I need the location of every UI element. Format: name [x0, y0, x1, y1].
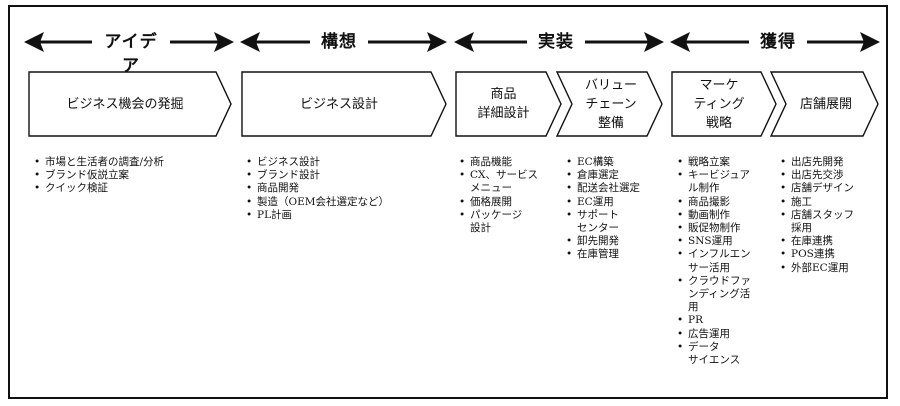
list-item: クイック検証: [34, 182, 224, 195]
list-item: ブランド設計: [246, 169, 444, 182]
list-item: PL計画: [246, 209, 444, 222]
step-shape-6: [769, 71, 879, 137]
step-label-1: ビジネス機会の発掘: [66, 96, 184, 112]
list-item: 在庫管理: [566, 248, 666, 261]
list-item: 市場と生活者の調査/分析: [34, 156, 224, 169]
list-item: 卸先開発: [566, 235, 666, 248]
phase-label-implement: 実装: [527, 30, 585, 54]
list-item: 倉庫選定: [566, 169, 666, 182]
list-item: 広告運用: [677, 328, 773, 341]
step-shape-4: [555, 71, 663, 137]
list-item: 販促物制作: [677, 222, 773, 235]
list-item: POS連携: [780, 248, 880, 261]
list-item: 製造（OEM会社選定など）: [246, 196, 444, 209]
phase-label-design: 構想: [310, 30, 368, 54]
phase-label-idea: アイデア: [92, 30, 170, 76]
step-shape-2: [241, 71, 447, 137]
task-list-2: ビジネス設計 ブランド設計 商品開発 製造（OEM会社選定など） PL計画: [246, 156, 444, 222]
list-item: 店舗デザイン: [780, 182, 880, 195]
list-item: ブランド仮説立案: [34, 169, 224, 182]
task-list-5: 戦略立案 キービジュア ル制作 商品撮影 動画制作 販促物制作 SNS運用 イン…: [677, 156, 773, 367]
step-shape-3: [455, 71, 562, 137]
list-item: パッケージ 設計: [459, 209, 559, 235]
list-item: 商品機能: [459, 156, 559, 169]
step-label-4: バリュー チェーン 整備: [584, 77, 637, 131]
list-item: 配送会社選定: [566, 182, 666, 195]
list-item: 動画制作: [677, 209, 773, 222]
list-item: インフルエン サー活用: [677, 248, 773, 274]
list-item: クラウドファ ンディング活 用: [677, 275, 773, 315]
task-list-1: 市場と生活者の調査/分析 ブランド仮説立案 クイック検証: [34, 156, 224, 196]
phase-label-acquire: 獲得: [749, 30, 807, 54]
list-item: PR: [677, 314, 773, 327]
step-shape-1: [28, 71, 232, 137]
step-shape-5: [671, 71, 777, 137]
list-item: 施工: [780, 196, 880, 209]
step-label-3: 商品 詳細設計: [477, 87, 530, 121]
task-list-6: 出店先開発 出店先交渉 店舗デザイン 施工 店舗スタッフ 採用 在庫連携 POS…: [780, 156, 880, 275]
list-item: 出店先交渉: [780, 169, 880, 182]
step-label-6: 店舗展開: [799, 96, 852, 112]
list-item: 在庫連携: [780, 235, 880, 248]
list-item: ビジネス設計: [246, 156, 444, 169]
phase-arrows: [24, 32, 880, 52]
list-item: 商品開発: [246, 182, 444, 195]
step-chevrons: [28, 71, 879, 137]
list-item: CX、サービス メニュー: [459, 169, 559, 195]
task-list-3: 商品機能 CX、サービス メニュー 価格展開 パッケージ 設計: [459, 156, 559, 235]
list-item: 価格展開: [459, 196, 559, 209]
step-label-5: マーケ ティング 戦略: [693, 77, 745, 131]
diagram-frame: [8, 5, 888, 399]
list-item: キービジュア ル制作: [677, 169, 773, 195]
task-list-4: EC構築 倉庫選定 配送会社選定 EC運用 サポート センター 卸先開発 在庫管…: [566, 156, 666, 262]
list-item: 商品撮影: [677, 196, 773, 209]
list-item: EC運用: [566, 196, 666, 209]
list-item: SNS運用: [677, 235, 773, 248]
list-item: データ サイエンス: [677, 341, 773, 367]
list-item: 出店先開発: [780, 156, 880, 169]
list-item: 戦略立案: [677, 156, 773, 169]
list-item: 外部EC運用: [780, 262, 880, 275]
list-item: サポート センター: [566, 209, 666, 235]
list-item: 店舗スタッフ 採用: [780, 209, 880, 235]
list-item: EC構築: [566, 156, 666, 169]
step-label-2: ビジネス設計: [299, 96, 378, 112]
